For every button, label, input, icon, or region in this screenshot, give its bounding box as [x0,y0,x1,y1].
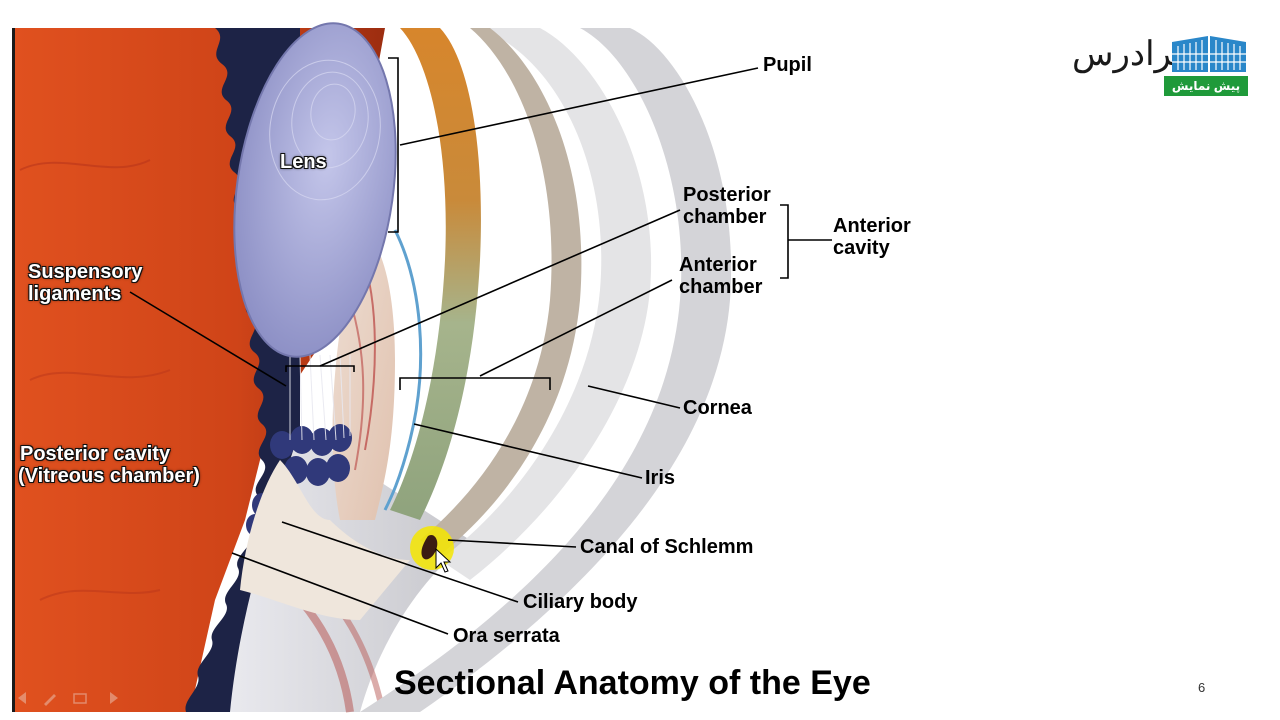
label-anterior-chamber-line2: chamber [679,276,763,298]
label-suspensory-line2: ligaments [28,283,122,305]
logo-text: فرادرس [1072,34,1190,74]
cornea-outer [360,28,732,712]
player-toolbar [18,692,118,706]
previous-icon [18,692,26,704]
label-anterior-chamber-line1: Anterior [679,254,757,276]
leader-lines [129,57,832,635]
menu-icon [73,693,87,704]
next-icon [110,692,118,704]
label-lens: Lens [280,151,327,173]
label-posterior-chamber-line1: Posterior [683,184,771,206]
label-canal-of-schlemm: Canal of Schlemm [580,536,754,558]
faradars-logo[interactable]: فرادرس پیش نمایش [1066,30,1252,100]
label-pupil: Pupil [763,54,812,76]
label-anterior-cavity-line1: Anterior [833,215,911,237]
pen-icon [44,694,56,706]
label-posterior-cavity-line2: (Vitreous chamber) [18,465,200,487]
cursor-icon [435,547,452,573]
book-icon [1172,36,1246,72]
label-suspensory-line1: Suspensory [28,261,143,283]
suspensory-fibres [289,354,351,441]
iris [390,28,481,520]
page-number: 6 [1198,680,1206,695]
logo-badge: پیش نمایش [1164,76,1248,96]
cornea-inner [440,28,652,580]
slide-title: Sectional Anatomy of the Eye [394,664,871,702]
label-ora-serrata: Ora serrata [453,625,560,647]
frame-border [12,28,15,712]
label-posterior-cavity-line1: Posterior cavity [20,443,171,465]
label-cornea: Cornea [683,397,752,419]
label-iris: Iris [645,467,676,489]
label-ciliary-body: Ciliary body [523,591,638,613]
canal-of-schlemm-mark [421,534,438,560]
label-anterior-cavity-line2: cavity [833,237,890,259]
label-posterior-chamber-line2: chamber [683,206,767,228]
ciliary-processes [246,424,352,536]
